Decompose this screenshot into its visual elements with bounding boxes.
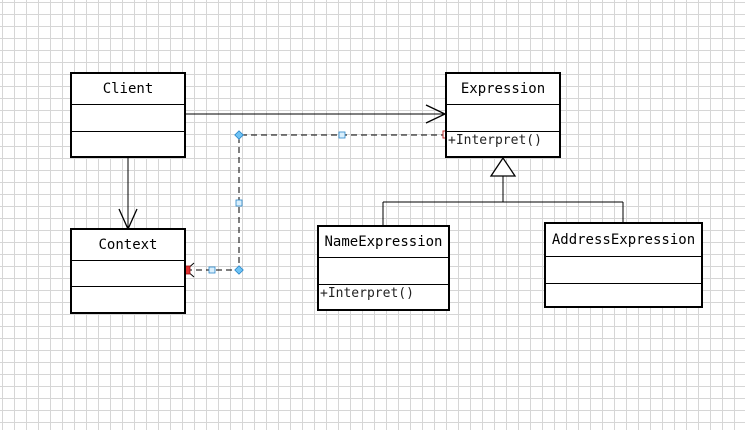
operation-interpret: +Interpret() xyxy=(448,133,542,148)
class-name: Context xyxy=(98,237,158,253)
operations-section xyxy=(72,286,184,312)
waypoint-handle-icon[interactable] xyxy=(234,130,244,140)
attributes-section xyxy=(546,256,701,283)
class-name-expression[interactable]: NameExpression +Interpret() xyxy=(317,225,450,311)
selected-dependency-connector[interactable] xyxy=(181,130,451,278)
operation-interpret: +Interpret() xyxy=(320,286,414,301)
class-expression[interactable]: Expression +Interpret() xyxy=(445,72,561,158)
midpoint-handle-icon[interactable] xyxy=(208,266,216,274)
attributes-section xyxy=(72,104,184,131)
class-name: NameExpression xyxy=(324,234,443,250)
class-name-section: Client xyxy=(72,74,184,104)
inheritance-triangle-icon xyxy=(489,156,517,177)
waypoint-handles[interactable] xyxy=(208,130,346,275)
attributes-section xyxy=(447,104,559,131)
midpoint-handle-icon[interactable] xyxy=(235,199,243,207)
generalization-connector[interactable] xyxy=(382,156,624,226)
client-to-context-association[interactable] xyxy=(118,157,138,231)
class-name-section: AddressExpression xyxy=(546,224,701,256)
waypoint-handle-icon[interactable] xyxy=(234,265,244,275)
operations-section xyxy=(72,131,184,156)
class-name-section: NameExpression xyxy=(319,227,448,257)
attributes-section xyxy=(319,257,448,284)
operations-section xyxy=(546,283,701,306)
class-name-section: Expression xyxy=(447,74,559,104)
class-name: Client xyxy=(102,81,154,97)
operations-section: +Interpret() xyxy=(447,131,559,156)
operations-section: +Interpret() xyxy=(319,284,448,309)
class-address-expression[interactable]: AddressExpression xyxy=(544,222,703,308)
class-name: AddressExpression xyxy=(551,232,696,248)
attributes-section xyxy=(72,260,184,286)
midpoint-handle-icon[interactable] xyxy=(338,131,346,139)
class-name-section: Context xyxy=(72,230,184,260)
class-name: Expression xyxy=(460,81,546,97)
class-context[interactable]: Context xyxy=(70,228,186,314)
client-to-expression-association[interactable] xyxy=(185,104,447,124)
class-client[interactable]: Client xyxy=(70,72,186,158)
